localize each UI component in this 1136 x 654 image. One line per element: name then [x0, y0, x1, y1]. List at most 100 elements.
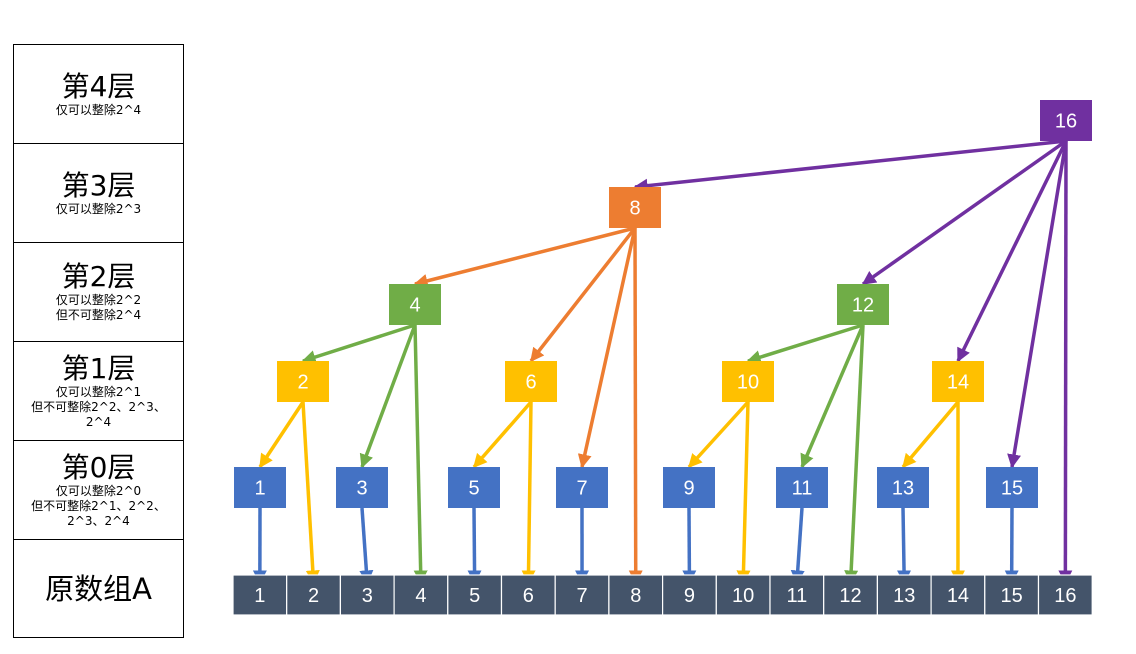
tree-node-7: 7	[556, 467, 608, 508]
array-cell: 9	[661, 574, 717, 616]
array-cell: 7	[554, 574, 610, 616]
tree-node-1: 1	[234, 467, 286, 508]
array-cell: 5	[447, 574, 503, 616]
edge-16-to-A16	[1058, 140, 1073, 585]
edge-12-to-10	[746, 323, 864, 364]
tree-node-11: 11	[776, 467, 828, 508]
edge-4-to-3	[359, 324, 417, 469]
array-cell-label: 10	[732, 585, 754, 607]
edge-12-to-11	[800, 324, 865, 469]
tree-node-14: 14	[932, 361, 984, 402]
edge-5-to-A5	[467, 507, 482, 585]
tree-node-label: 15	[1001, 478, 1023, 500]
legend-title: 第4层	[61, 69, 136, 103]
legend-description: 但不可整除2^1、2^2、	[31, 498, 166, 513]
array-cell-label: 16	[1054, 585, 1076, 607]
array-cell-label: 8	[630, 585, 641, 607]
edge-11-to-A11	[790, 507, 805, 585]
legend-description: 但不可整除2^4	[55, 308, 142, 322]
tree-node-label: 14	[947, 372, 969, 394]
tree-node-label: 5	[468, 478, 479, 500]
array-cell-label: 13	[893, 585, 915, 607]
edge-8-to-A8	[628, 227, 643, 585]
tree-node-6: 6	[505, 361, 557, 402]
legend-title: 第0层	[61, 450, 136, 484]
array-cell: 12	[823, 574, 879, 616]
edge-10-to-9	[687, 400, 750, 469]
tree-node-15: 15	[986, 467, 1038, 508]
tree-node-label: 16	[1055, 111, 1077, 133]
legend-description: 但不可整除2^2、2^3、	[31, 399, 166, 414]
tree-node-12: 12	[837, 284, 889, 325]
tree-node-label: 1	[254, 478, 265, 500]
array-cell-label: 5	[469, 585, 480, 607]
edge-2-to-A2	[301, 401, 320, 585]
array-cell-label: 7	[576, 585, 587, 607]
edge-10-to-A10	[736, 401, 751, 585]
tree-node-label: 12	[852, 295, 874, 317]
tree-node-label: 3	[356, 478, 367, 500]
array-cell-label: 4	[415, 585, 426, 607]
array-cell: 16	[1037, 574, 1093, 616]
edge-4-to-A4	[413, 324, 428, 585]
array-cell-label: 14	[947, 585, 969, 607]
array-cell-label: 3	[362, 585, 373, 607]
edge-13-to-A13	[897, 507, 912, 585]
legend-description: 仅可以整除2^4	[55, 102, 142, 117]
tree-node-9: 9	[663, 467, 715, 508]
array-cell: 8	[608, 574, 664, 616]
array-cell: 2	[286, 574, 342, 616]
edge-14-to-13	[901, 400, 960, 469]
tree-node-4: 4	[389, 284, 441, 325]
edge-12-to-A12	[844, 324, 865, 585]
legend-title: 第1层	[61, 351, 136, 385]
legend-description: 仅可以整除2^2	[55, 293, 142, 307]
array-cell: 4	[393, 574, 449, 616]
array-cell: 1	[232, 574, 288, 616]
array-cell: 6	[500, 574, 556, 616]
array-cell: 10	[715, 574, 771, 616]
edge-16-to-15	[1007, 140, 1068, 469]
edge-16-to-14	[956, 140, 1068, 363]
tree-node-16: 16	[1040, 100, 1092, 141]
legend-row-1: 第3层仅可以整除2^3	[13, 143, 184, 242]
legend-description: 2^4	[85, 414, 112, 429]
edges-layer	[252, 139, 1073, 585]
tree-node-label: 10	[737, 372, 759, 394]
tree-node-10: 10	[722, 361, 774, 402]
legend-title: 第2层	[61, 260, 136, 293]
array-cell: 13	[876, 574, 932, 616]
tree-node-label: 7	[576, 478, 587, 500]
array-cell-label: 2	[308, 585, 319, 607]
edge-6-to-5	[472, 400, 533, 469]
tree-node-label: 11	[792, 478, 813, 500]
edge-6-to-A6	[521, 401, 536, 585]
edge-4-to-2	[301, 323, 416, 364]
legend-row-5: 原数组A	[13, 539, 184, 638]
tree-node-label: 8	[629, 198, 640, 220]
array-cell: 11	[769, 574, 825, 616]
legend-title: 第3层	[61, 168, 136, 202]
edge-8-to-7	[577, 227, 637, 469]
edge-8-to-4	[413, 226, 636, 288]
tree-node-label: 6	[525, 372, 536, 394]
array-cell-label: 11	[786, 585, 807, 607]
array-cell: 15	[984, 574, 1040, 616]
legend-description: 2^3、2^4	[67, 513, 130, 528]
edge-16-to-12	[861, 139, 1068, 286]
tree-node-label: 13	[892, 478, 914, 500]
legend-description: 仅可以整除2^3	[55, 201, 142, 216]
tree-node-13: 13	[877, 467, 929, 508]
tree-node-2: 2	[277, 361, 329, 402]
legend-row-0: 第4层仅可以整除2^4	[13, 44, 184, 143]
array-cell-label: 12	[839, 585, 861, 607]
legend-description: 仅可以整除2^0	[55, 483, 142, 498]
tree-node-8: 8	[609, 187, 661, 228]
tree-node-label: 2	[297, 372, 308, 394]
